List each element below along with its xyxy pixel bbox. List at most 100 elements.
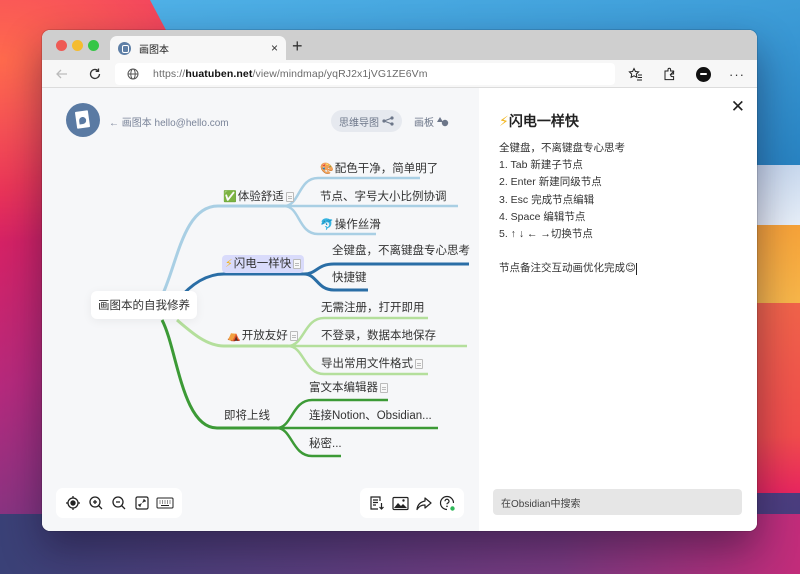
puzzle-icon [664,67,674,80]
zoom-in-icon [89,496,103,510]
node-label: 体验舒适 [237,191,284,203]
check-icon: ✅ [223,191,237,203]
reload-button[interactable] [85,64,105,84]
node-child[interactable]: 导出常用文件格式 [321,356,423,372]
fit-screen-button[interactable] [133,494,151,512]
obsidian-search-input[interactable]: 在Obsidian中搜索 [493,489,742,515]
note-icon[interactable] [415,359,423,369]
help-icon [439,495,455,511]
more-icon: ··· [729,66,745,82]
fit-screen-icon [135,496,149,510]
locate-button[interactable] [64,494,82,512]
root-node[interactable]: 画图本的自我修养 [91,291,197,319]
node-child[interactable]: 秘密... [309,436,342,452]
shapes-icon [437,116,449,126]
mode-mindmap-button[interactable]: 思维导图 [331,110,402,132]
address-bar[interactable]: https://huatuben.net/view/mindmap/yqRJ2x… [115,63,615,85]
node-label: 开放友好 [241,330,288,342]
favicon-icon [118,41,131,55]
close-window-button[interactable] [56,40,67,51]
locate-icon [65,496,80,510]
back-link[interactable]: ← 画图本 hello@hello.com [109,118,229,129]
note-line: 3. Esc 完成节点编辑 [499,193,595,206]
help-button[interactable] [438,494,456,512]
node-label: 富文本编辑器 [309,382,378,394]
node-child[interactable]: 不登录，数据本地保存 [321,328,436,344]
node-label: 全键盘，不离键盘专心思考 [332,245,470,257]
node-branch-4[interactable]: 即将上线 [224,408,270,424]
node-label: 节点、字号大小比例协调 [320,191,447,203]
node-child[interactable]: 🐬 操作丝滑 [320,217,381,233]
node-child[interactable]: 节点、字号大小比例协调 [320,189,447,205]
globe-icon [127,68,139,80]
node-branch-2-selected[interactable]: ⚡ 闪电一样快 [222,255,305,273]
back-button[interactable] [52,64,72,84]
outline-button[interactable] [368,494,386,512]
tab-title: 画图本 [139,44,169,56]
close-panel-button[interactable]: ✕ [730,97,745,116]
node-child[interactable]: 富文本编辑器 [309,380,388,396]
node-child[interactable]: 连接Notion、Obsidian... [309,408,432,424]
view-controls [56,488,182,518]
note-editor[interactable]: 全键盘，不离键盘专心思考 1. Tab 新建子节点 2. Enter 新建同级节… [499,140,637,278]
node-branch-1[interactable]: ✅ 体验舒适 [223,189,294,205]
note-title-text: 闪电一样快 [508,113,579,129]
zoom-out-icon [112,496,126,510]
browser-window: 画图本 × + https://huatuben.net/view/mindma… [42,30,757,531]
note-line: 5. ↑ ↓ ← →切换节点 [499,228,593,241]
browser-tab[interactable]: 画图本 × [110,36,286,60]
note-line: 全键盘，不离键盘专心思考 [499,142,625,154]
node-branch-3[interactable]: ⛺ 开放友好 [227,328,298,344]
note-line: 1. Tab 新建子节点 [499,159,583,172]
node-child[interactable]: 快捷键 [332,270,367,286]
keyboard-icon [156,497,174,509]
note-line: 2. Enter 新建同级节点 [499,176,602,189]
new-tab-button[interactable]: + [292,36,303,56]
mode-board-button[interactable]: 画板 [414,110,449,132]
note-icon[interactable] [380,383,388,393]
share-icon [416,496,432,510]
node-child[interactable]: 🎨 配色干净，简单明了 [320,161,438,177]
share-button[interactable] [415,494,433,512]
note-blank-line [499,243,637,260]
zoom-in-button[interactable] [87,494,105,512]
note-last-line-text: 节点备注交互动画优化完成😊 [499,262,636,275]
node-child[interactable]: 无需注册，打开即用 [321,300,425,316]
node-child[interactable]: 全键盘，不离键盘专心思考 [332,243,470,259]
export-image-button[interactable] [391,494,409,512]
palette-icon: 🎨 [320,163,334,175]
zoom-out-button[interactable] [110,494,128,512]
mode-mindmap-label: 思维导图 [339,117,379,129]
mindmap-branches [158,176,469,458]
profile-button[interactable] [693,64,713,84]
app-logo[interactable] [66,103,100,137]
node-label: 导出常用文件格式 [321,358,413,370]
note-icon[interactable] [285,192,294,202]
mindmap-canvas[interactable]: ← 画图本 hello@hello.com 思维导图 画板 [42,88,479,531]
url-text: https://huatuben.net/view/mindmap/yqRJ2x… [153,68,428,80]
note-panel: ✕ ⚡闪电一样快 全键盘，不离键盘专心思考 1. Tab 新建子节点 2. En… [479,88,757,531]
note-line: 节点备注交互动画优化完成😊 [499,260,637,277]
minimize-window-button[interactable] [72,40,83,51]
extensions-button[interactable] [659,64,679,84]
dolphin-icon: 🐬 [320,219,334,231]
tab-close-button[interactable]: × [270,41,278,55]
maximize-window-button[interactable] [88,40,99,51]
lightning-icon: ⚡ [499,113,509,129]
reload-icon [89,68,101,80]
note-title: ⚡闪电一样快 [499,111,579,131]
more-menu-button[interactable]: ··· [727,64,747,84]
note-icon[interactable] [289,331,298,341]
text-cursor [635,262,637,275]
note-icon[interactable] [293,259,302,269]
mindmap-icon [382,116,394,126]
node-label: 配色干净，简单明了 [334,163,439,175]
favorites-button[interactable] [625,64,645,84]
profile-avatar [695,66,711,82]
node-label: 闪电一样快 [233,258,292,270]
keyboard-shortcuts-button[interactable] [156,494,174,512]
node-label: 不登录，数据本地保存 [321,330,436,342]
image-export-icon [392,496,409,510]
lightning-icon: ⚡ [225,258,233,270]
export-tools [360,488,464,518]
